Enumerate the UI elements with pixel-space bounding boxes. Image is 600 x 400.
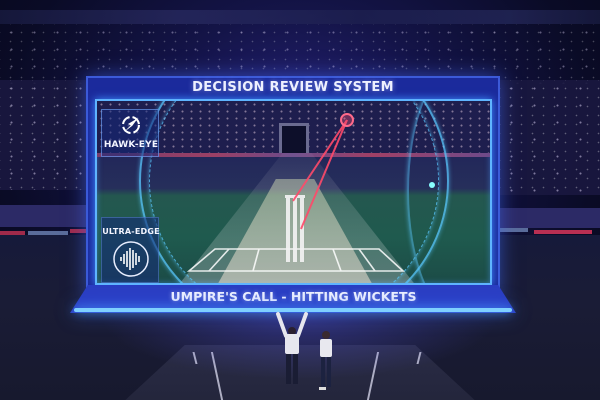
soundwave-icon — [113, 241, 149, 277]
crowd-upper-tier — [0, 24, 600, 84]
ad-board — [500, 228, 528, 232]
ad-board — [534, 230, 592, 234]
stadium-top-banner — [0, 10, 600, 24]
hawk-eye-panel: HAWK-EYE — [101, 109, 159, 157]
ball-trajectory — [292, 119, 348, 230]
neon-base-line — [74, 308, 512, 312]
cricket-ball-icon — [340, 113, 354, 127]
ad-board — [0, 231, 25, 235]
boundary-wall-right — [500, 208, 600, 228]
hawk-eye-label: HAWK-EYE — [103, 140, 159, 150]
ultra-edge-label: ULTRA-EDGE — [102, 227, 160, 236]
player-figure — [319, 331, 332, 390]
screen-title: DECISION REVIEW SYSTEM — [192, 80, 394, 95]
crowd-right-stand — [500, 80, 600, 195]
tracking-arc-right — [407, 101, 490, 283]
boundary-wall-left — [0, 205, 90, 227]
replay-viewport: HAWK-EYE ULTRA-EDGE — [95, 99, 492, 285]
decision-banner: UMPIRE'S CALL - HITTING WICKETS — [170, 289, 417, 304]
ad-board — [70, 229, 90, 233]
umpire-figure — [276, 312, 308, 384]
crease-box — [186, 248, 406, 272]
screen-floor-glow — [100, 300, 500, 380]
ultra-edge-panel: ULTRA-EDGE — [101, 217, 160, 283]
hawk-eye-logo-icon — [122, 116, 140, 134]
crowd-left-stand — [0, 80, 90, 190]
tracking-point-icon — [429, 182, 435, 188]
hawkeye-overlay — [186, 113, 435, 272]
ad-board — [28, 231, 68, 235]
